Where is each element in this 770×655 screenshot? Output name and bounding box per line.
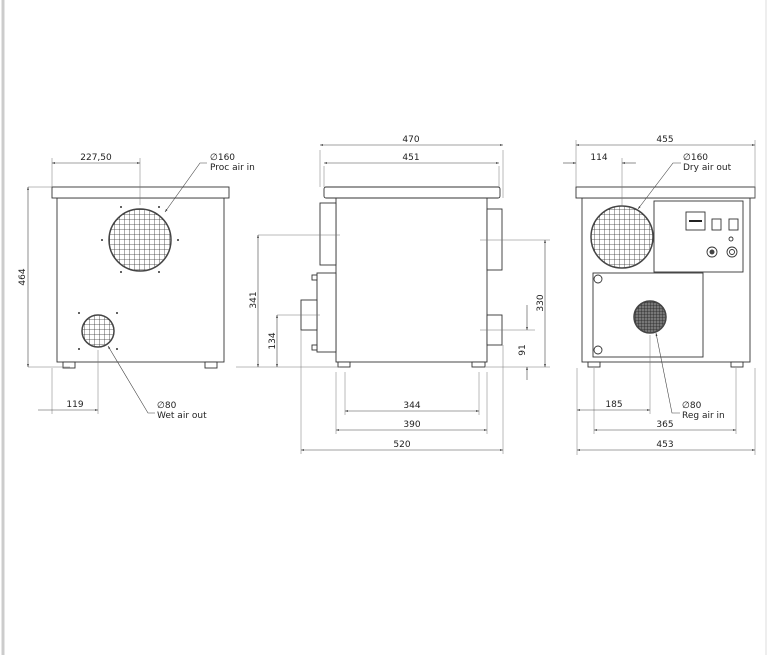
dim-side-lid: 451 xyxy=(402,153,419,163)
dim-side-right-high: 330 xyxy=(536,294,546,311)
wet-air-out-diameter: ∅80 xyxy=(157,401,177,411)
foot xyxy=(730,361,744,368)
dim-front-offset: 227,50 xyxy=(80,153,112,163)
dim-rear-large-offset: 114 xyxy=(590,153,607,163)
rear-view: 455 114 185 365 453 ∅160 Dry air out ∅80… xyxy=(563,135,756,455)
side-body xyxy=(335,197,488,363)
large-grille xyxy=(590,205,654,269)
foot xyxy=(337,361,351,368)
front-lid xyxy=(51,186,230,199)
reg-air-in-label: Reg air in xyxy=(682,411,725,421)
foot xyxy=(587,361,601,368)
lower-box-profile xyxy=(316,272,337,353)
foot xyxy=(204,361,218,369)
dim-rear-small-offset: 185 xyxy=(605,400,622,410)
side-lid xyxy=(323,186,501,199)
proc-air-in-label: Proc air in xyxy=(210,163,255,173)
small-grille xyxy=(81,314,115,348)
dim-side-feet: 344 xyxy=(403,401,420,411)
large-duct-right xyxy=(486,208,503,271)
dim-front-height: 464 xyxy=(18,268,28,285)
dim-side-right-low: 91 xyxy=(518,344,528,355)
switch xyxy=(728,218,739,231)
foot xyxy=(471,361,486,368)
wet-air-out-label: Wet air out xyxy=(157,411,207,421)
dim-side-left-high: 341 xyxy=(249,291,259,308)
dim-side-overall-top: 470 xyxy=(402,135,419,145)
rear-lid xyxy=(575,186,756,199)
foot xyxy=(62,361,76,369)
proc-air-in-diameter: ∅160 xyxy=(210,153,235,163)
dim-side-body: 390 xyxy=(403,420,420,430)
dim-rear-width-bottom: 453 xyxy=(656,440,673,450)
control-panel-profile xyxy=(319,202,337,266)
front-view: 227,50 464 119 ∅160 Proc air in ∅80 Wet … xyxy=(18,153,255,421)
dry-air-out-diameter: ∅160 xyxy=(683,153,708,163)
switch xyxy=(711,218,722,231)
dim-front-small-offset: 119 xyxy=(66,400,83,410)
dim-side-left-low: 134 xyxy=(268,332,278,349)
dry-air-out-label: Dry air out xyxy=(683,163,732,173)
reg-air-in-diameter: ∅80 xyxy=(682,401,702,411)
dim-side-overall-bottom: 520 xyxy=(393,440,410,450)
dim-rear-width-top: 455 xyxy=(656,135,673,145)
side-view: 470 451 341 134 330 91 344 390 520 xyxy=(236,135,550,454)
small-grille xyxy=(633,300,667,334)
dim-rear-feet: 365 xyxy=(656,420,673,430)
large-grille xyxy=(108,208,172,272)
